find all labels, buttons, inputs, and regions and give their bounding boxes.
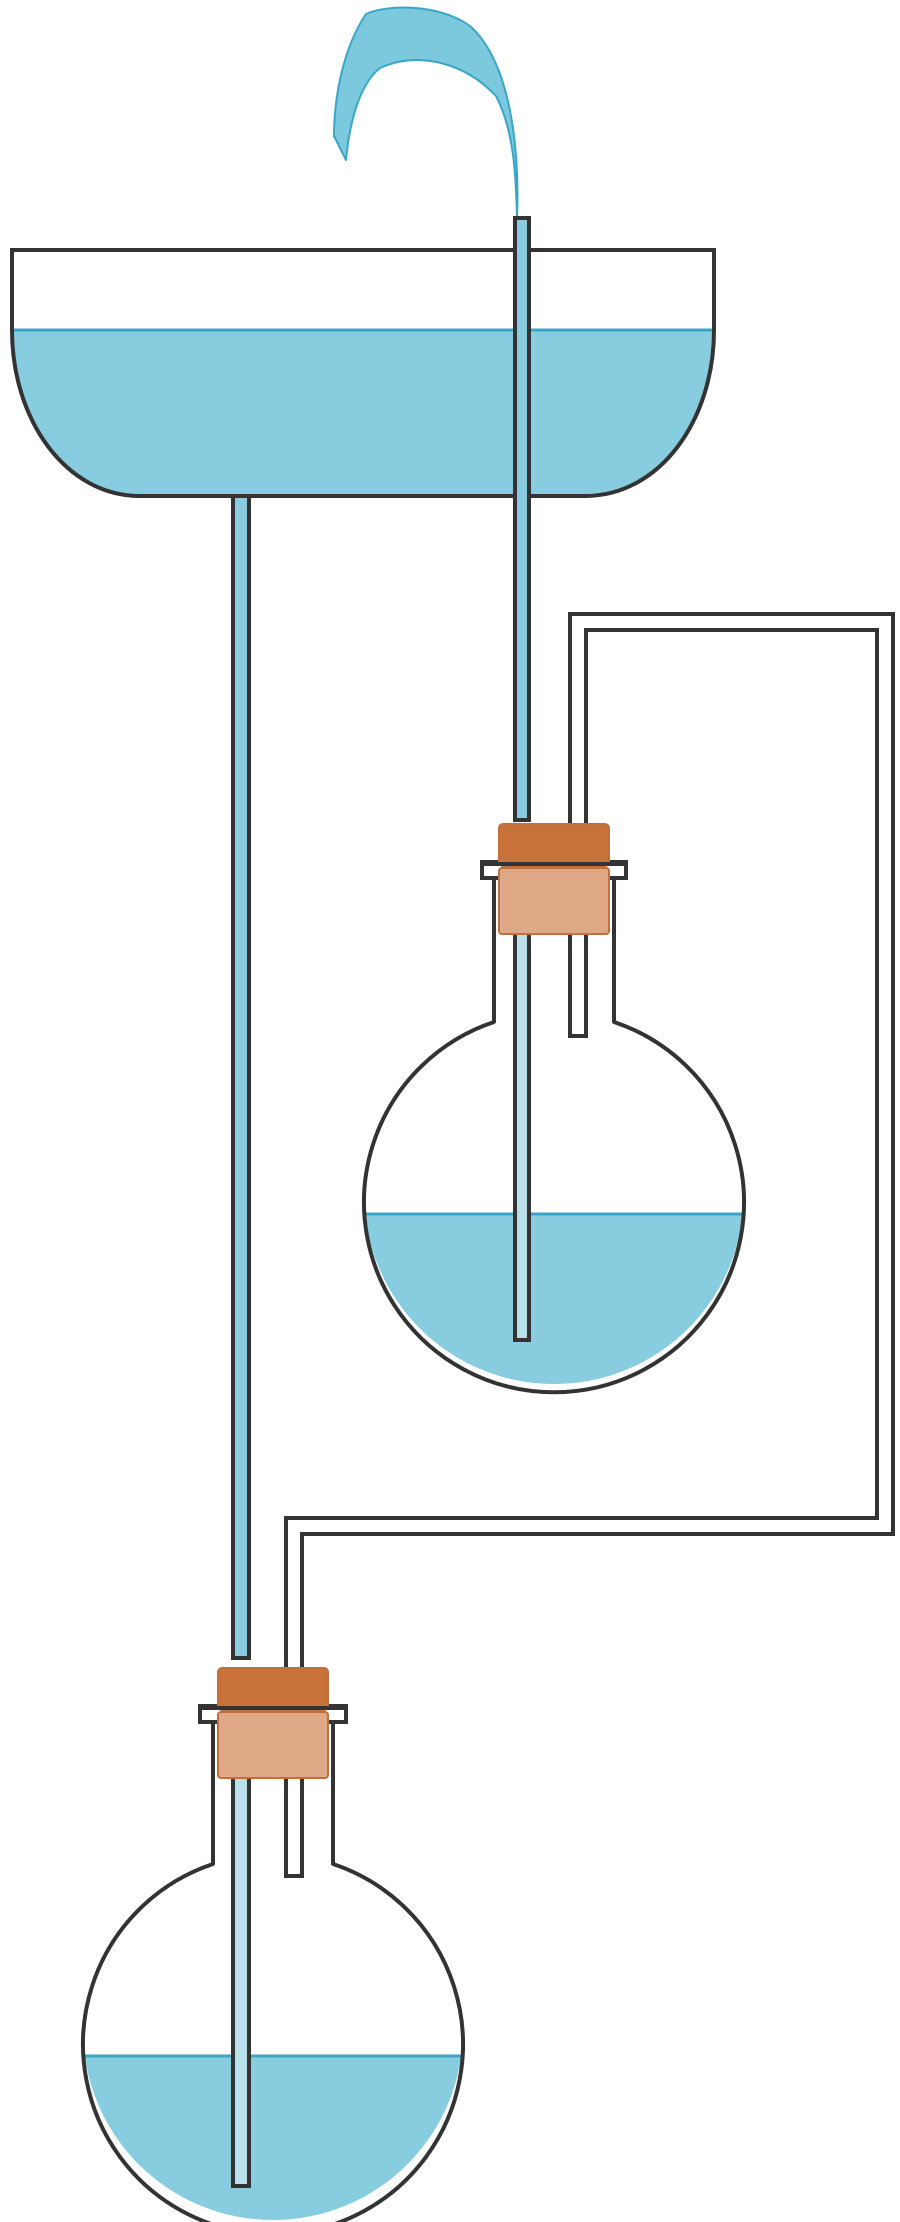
nozzle-tube-wall [513,216,531,822]
upper-flask-outline [362,870,746,1395]
lower-flask [81,1712,465,2222]
upper-stopper-top [498,823,610,867]
downflow-tube-wall [231,494,251,1660]
fountain-jet [333,6,519,219]
air-tube-inner-wall [284,628,879,1866]
lower-flask-outline [81,1712,465,2222]
upper-flask-inner-tube [513,928,531,1342]
basin-water [12,330,714,496]
lower-flask-air-stub [284,1772,304,1878]
upper-basin [10,248,716,498]
downflow-tube-water [233,496,249,1658]
lower-stopper-top [217,1667,329,1711]
upper-flask-air-stub [568,928,588,1038]
upper-flask [362,870,746,1395]
lower-stopper [198,1667,348,1779]
nozzle-tube-water [515,218,529,820]
lower-stopper-body [217,1711,329,1779]
upper-stopper [480,823,628,935]
lower-flask-water [83,2056,463,2220]
air-tube-outer-wall [300,612,895,1866]
basin-outline [10,248,716,498]
upper-stopper-body [498,867,610,935]
upper-flask-water [364,1214,744,1384]
lower-flask-inner-tube [231,1772,251,2188]
